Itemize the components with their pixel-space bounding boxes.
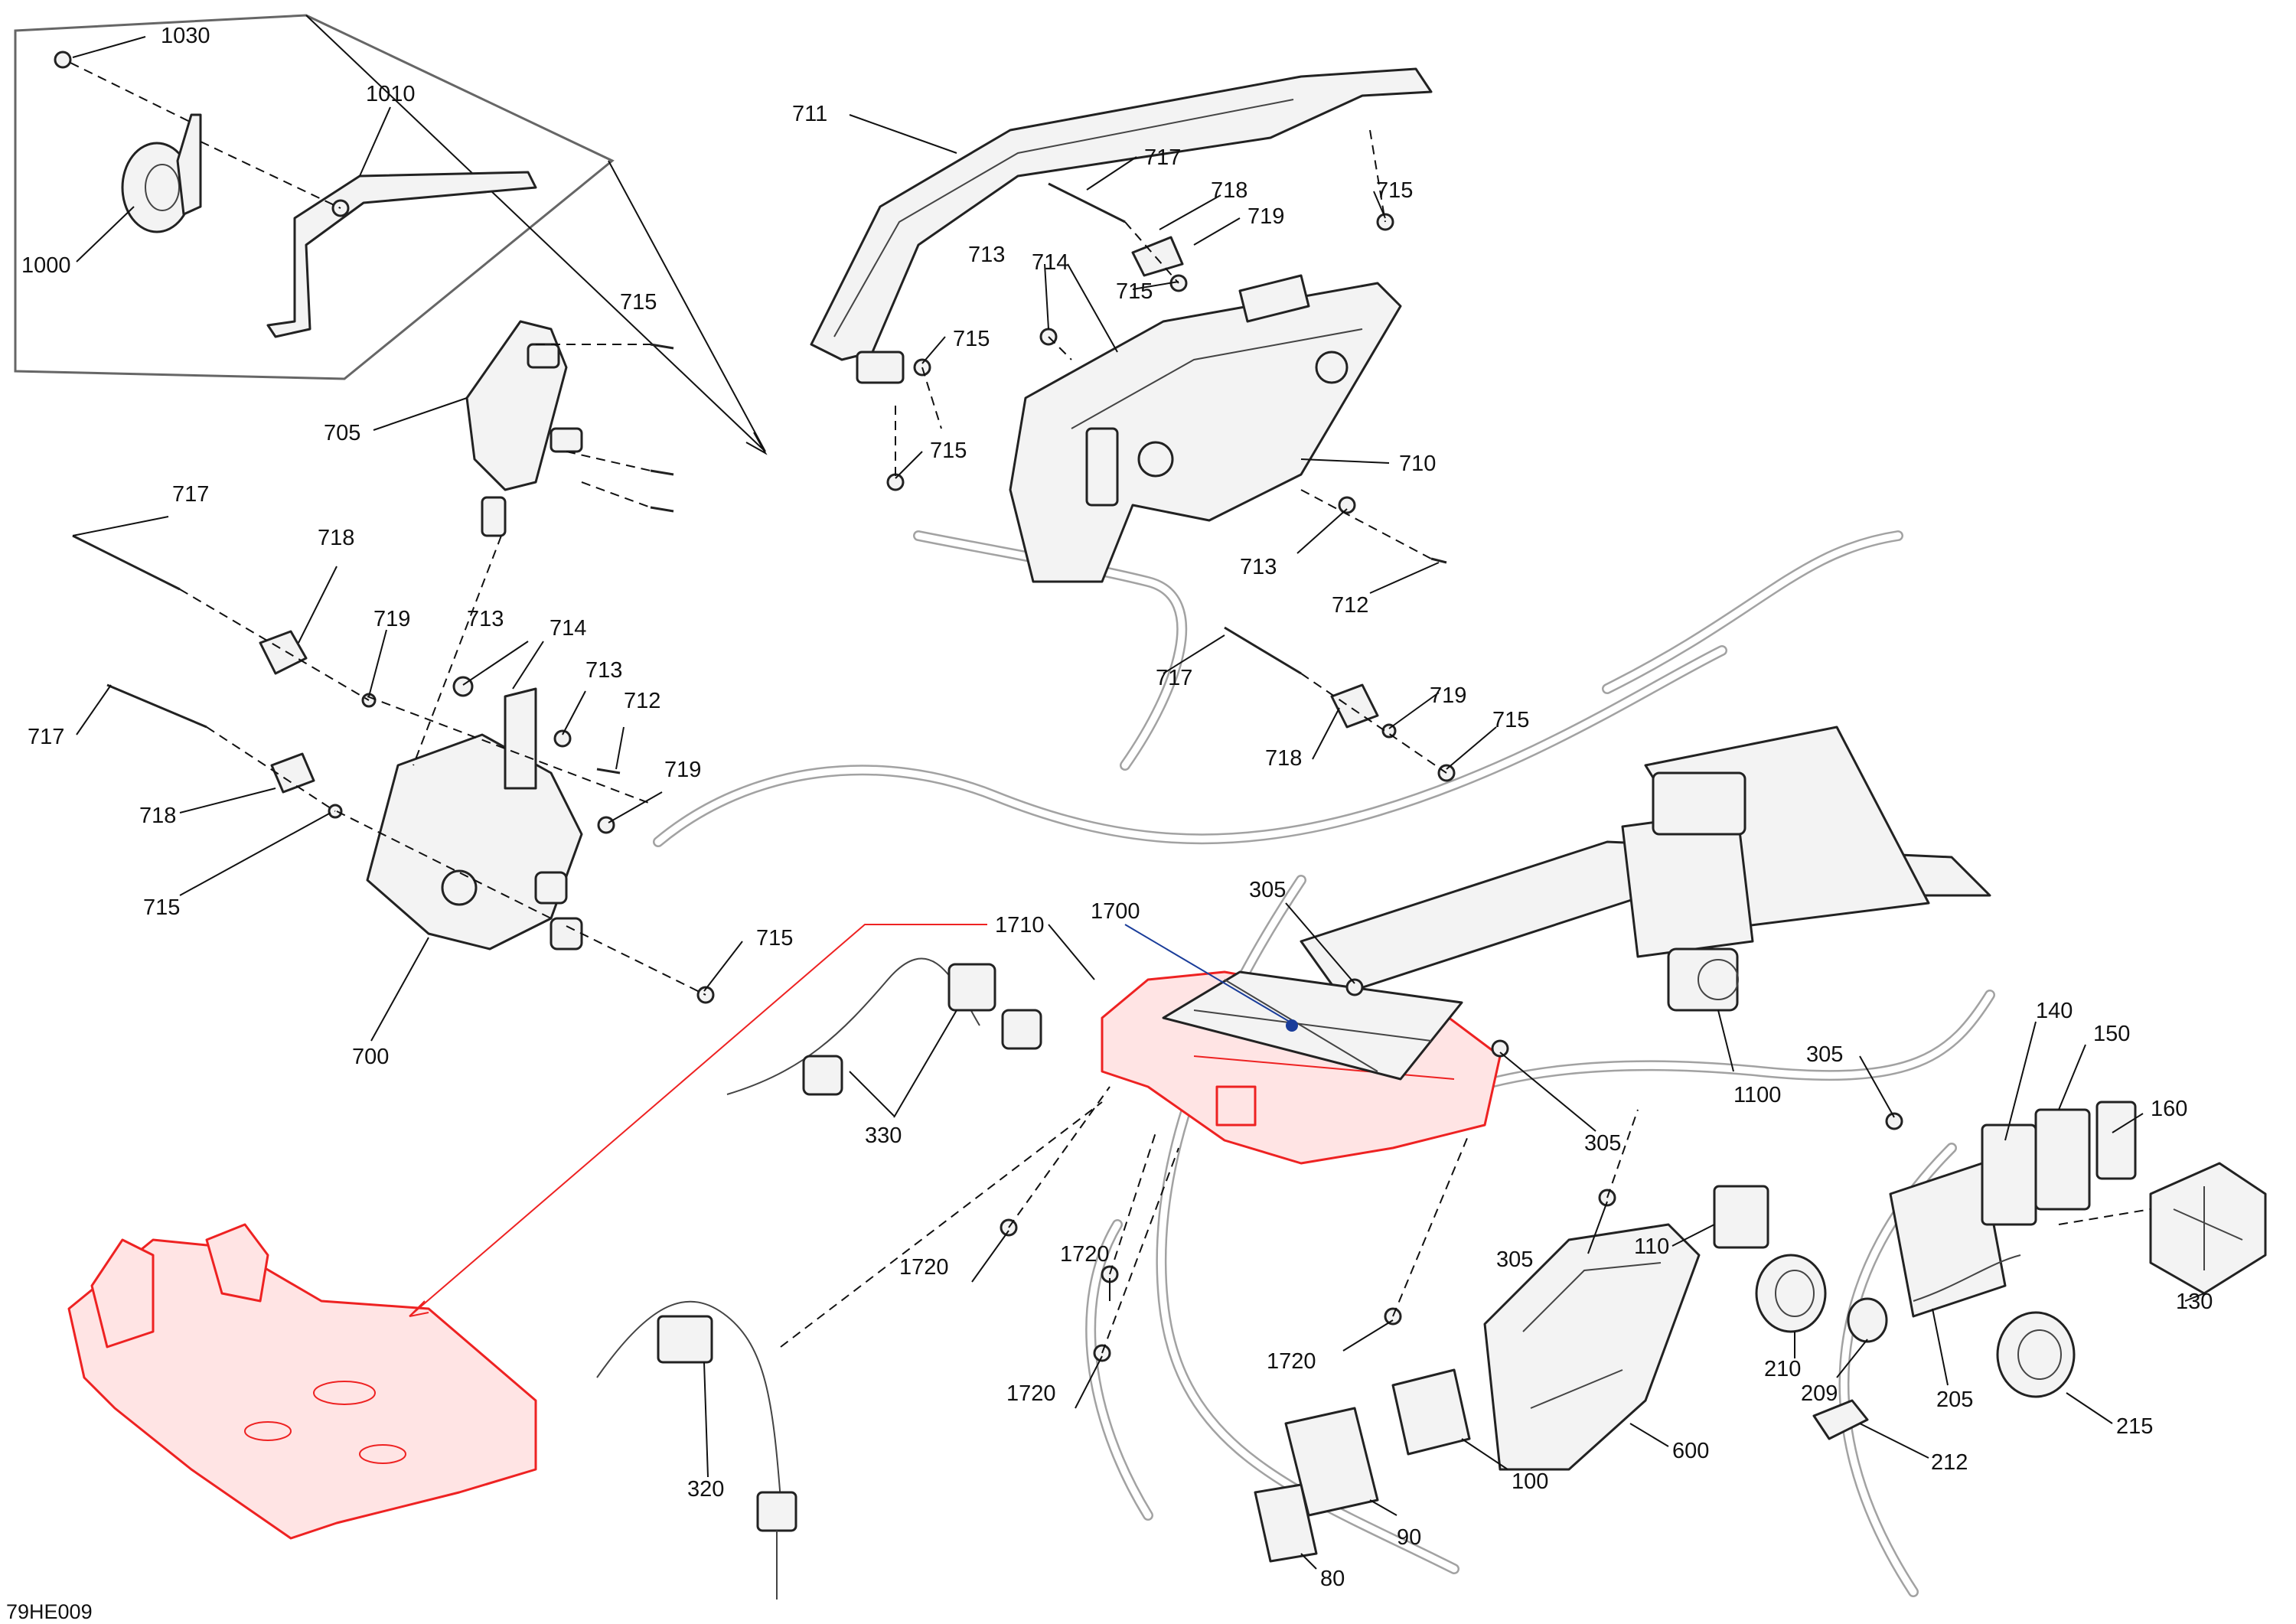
callout-715: 715 (143, 895, 180, 920)
display-600 (1483, 1223, 1701, 1471)
callout-713: 713 (467, 607, 504, 631)
callout-710: 710 (1399, 452, 1436, 476)
callout-715: 715 (930, 439, 967, 463)
callout-713: 713 (585, 658, 622, 683)
callout-210: 210 (1764, 1357, 1801, 1381)
callout-1710: 1710 (995, 913, 1045, 938)
callout-719: 719 (373, 607, 410, 631)
callout-715: 715 (756, 926, 793, 951)
callout-717: 717 (1144, 145, 1181, 170)
callout-712: 712 (1332, 593, 1368, 618)
callout-1100: 1100 (1733, 1083, 1781, 1107)
callout-209: 209 (1801, 1381, 1838, 1406)
callout-1000: 1000 (21, 253, 71, 278)
ring-209 (1847, 1297, 1888, 1343)
diagram-code: 79HE009 (6, 1600, 93, 1623)
callout-705: 705 (324, 421, 360, 445)
cable-205 (1913, 1254, 2021, 1302)
bracket-1710-exploded (67, 1223, 537, 1540)
callout-150: 150 (2093, 1022, 2130, 1046)
callout-1010: 1010 (366, 82, 416, 106)
callout-305: 305 (1249, 878, 1286, 902)
vehicle-frame (1300, 726, 1991, 996)
callout-330: 330 (865, 1123, 902, 1148)
callout-714: 714 (1032, 250, 1068, 275)
callout-713: 713 (968, 243, 1005, 267)
fasteners-right (886, 182, 1456, 782)
callout-1720: 1720 (1006, 1381, 1056, 1406)
callout-715: 715 (1116, 279, 1153, 304)
callout-1720: 1720 (1060, 1242, 1110, 1267)
socket-215 (1996, 1311, 2076, 1398)
inset-arrow (305, 15, 766, 452)
callout-80: 80 (1320, 1567, 1345, 1591)
callout-160: 160 (2151, 1097, 2187, 1121)
power-socket-1100 (1667, 947, 1739, 1012)
callout-718: 718 (318, 526, 354, 550)
callout-1720: 1720 (899, 1255, 949, 1280)
callout-713: 713 (1240, 555, 1277, 579)
horn (121, 113, 202, 233)
inset-frame (14, 14, 615, 380)
callout-600: 600 (1672, 1439, 1709, 1463)
callout-715: 715 (953, 327, 990, 351)
fasteners-1720 (1000, 1218, 1402, 1362)
callout-305: 305 (1584, 1131, 1621, 1156)
right-headlight-710 (1009, 274, 1402, 583)
switch-130 (2149, 1162, 2267, 1295)
callout-140: 140 (2036, 999, 2073, 1023)
sensor-harness-330 (726, 957, 1042, 1096)
leader-lines (72, 36, 2205, 1570)
module-1700 (1162, 970, 1463, 1081)
connector-110 (1713, 1185, 1769, 1249)
callout-1720: 1720 (1267, 1349, 1316, 1374)
callout-712: 712 (624, 689, 660, 713)
switch-100 (1391, 1368, 1471, 1456)
callout-1700: 1700 (1091, 899, 1140, 924)
callout-717: 717 (1156, 666, 1192, 690)
inset-arrow-head (745, 432, 768, 455)
callout-305: 305 (1496, 1247, 1533, 1272)
callout-110: 110 (1634, 1234, 1669, 1259)
fasteners-left (72, 343, 715, 1004)
ignition-210 (1755, 1254, 1827, 1333)
callout-305: 305 (1806, 1042, 1843, 1067)
callout-130: 130 (2176, 1290, 2213, 1314)
callout-212: 212 (1931, 1450, 1968, 1475)
callout-715: 715 (1376, 178, 1413, 203)
callout-717: 717 (172, 482, 209, 507)
callout-labels: 1030 1010 1000 711 717 718 719 715 713 7… (21, 24, 2213, 1591)
callout-718: 718 (139, 804, 176, 828)
callout-320: 320 (687, 1477, 724, 1502)
callout-715: 715 (620, 290, 657, 315)
sensor-320 (596, 1300, 797, 1600)
callout-718: 718 (1265, 746, 1302, 771)
screw-1030 (54, 51, 72, 69)
key-212 (1812, 1399, 1869, 1440)
callout-711: 711 (792, 102, 827, 126)
callout-719: 719 (1430, 683, 1466, 708)
callout-714: 714 (550, 616, 586, 641)
callout-715: 715 (1492, 708, 1529, 732)
signal-light-705 (465, 320, 583, 537)
callout-719: 719 (1247, 204, 1284, 229)
left-headlight-700 (366, 687, 583, 951)
switch-panel (1889, 1101, 2137, 1318)
switch-80 (1254, 1483, 1318, 1563)
callout-100: 100 (1512, 1469, 1548, 1494)
callout-719: 719 (664, 758, 701, 782)
callout-717: 717 (28, 725, 64, 749)
callout-90: 90 (1397, 1525, 1421, 1550)
screws-305 (1345, 978, 1903, 1207)
callout-1030: 1030 (161, 24, 210, 48)
callout-215: 215 (2116, 1414, 2153, 1439)
callout-718: 718 (1211, 178, 1247, 203)
callout-205: 205 (1936, 1388, 1973, 1412)
callout-700: 700 (352, 1045, 389, 1069)
